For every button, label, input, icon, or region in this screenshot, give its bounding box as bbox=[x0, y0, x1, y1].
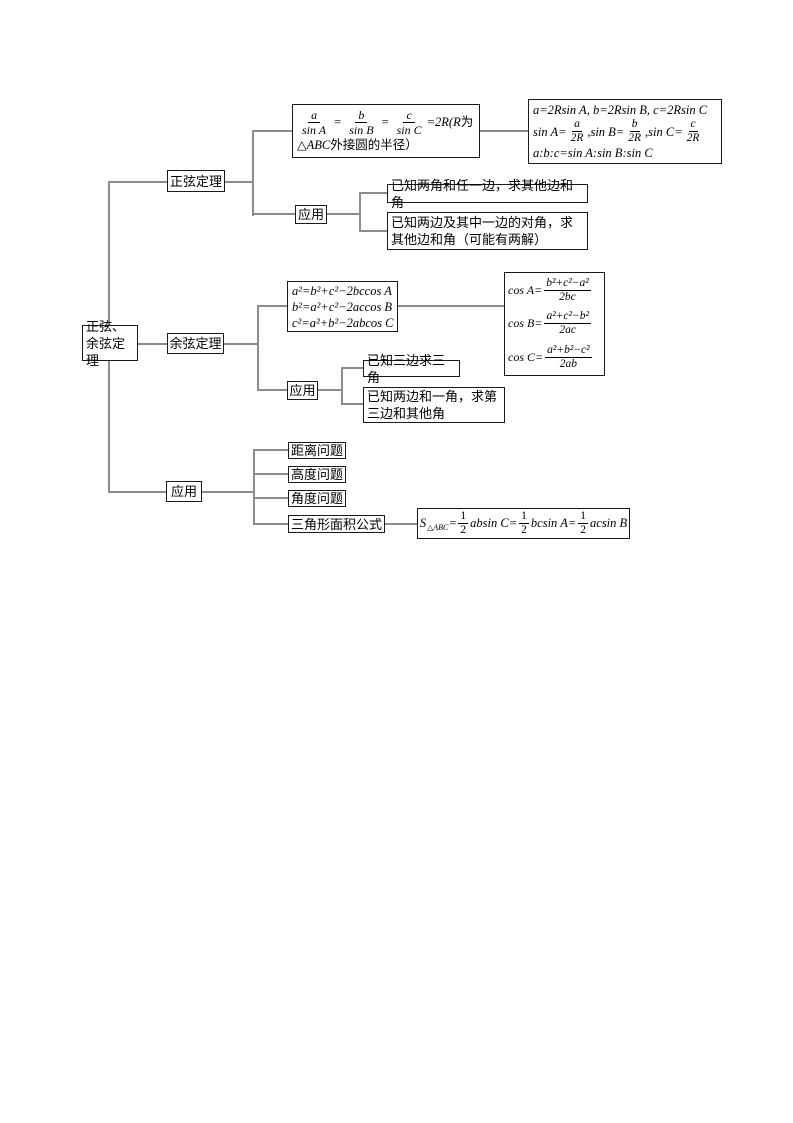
connector-line bbox=[257, 389, 287, 391]
connector-line bbox=[359, 230, 387, 232]
connector-line bbox=[253, 449, 288, 451]
connector-line bbox=[253, 497, 288, 499]
node-sine-application: 应用 bbox=[295, 205, 327, 224]
node-cosine-case-1: 已知三边求三角 bbox=[363, 353, 460, 385]
cosine-application-label: 应用 bbox=[289, 383, 316, 398]
connector-line bbox=[253, 473, 288, 475]
node-cosine-case-2: 已知两边和一角，求第三边和其他角 bbox=[363, 387, 505, 423]
angle-problem-label: 角度问题 bbox=[290, 491, 343, 506]
subscript: △ABC bbox=[427, 523, 449, 532]
connector-line bbox=[257, 305, 287, 307]
node-application: 应用 bbox=[166, 481, 202, 502]
connector-line bbox=[108, 491, 166, 493]
connector-line bbox=[225, 181, 253, 183]
triangle-area-label: 三角形面积公式 bbox=[290, 516, 382, 532]
distance-problem-label: 距离问题 bbox=[290, 443, 343, 458]
connector-line bbox=[253, 523, 288, 525]
node-cosine-theorem: 余弦定理 bbox=[167, 333, 224, 354]
connector-line bbox=[341, 403, 363, 405]
node-height-problem: 高度问题 bbox=[288, 466, 346, 483]
node-cosine-application: 应用 bbox=[287, 381, 318, 400]
node-cosine-formulas: a²=b²+c²−2bccos A b²=a²+c²−2accos B c²=a… bbox=[287, 281, 398, 332]
connector-line bbox=[202, 491, 254, 493]
root-label: 正弦、余弦定理 bbox=[86, 318, 126, 368]
connector-line bbox=[252, 130, 292, 132]
cosine-formula-2: b²=a²+c²−2accos B bbox=[292, 299, 393, 314]
sine-identity-line1: a=2Rsin A, b=2Rsin B, c=2Rsin C bbox=[533, 103, 708, 117]
node-triangle-area-label: 三角形面积公式 bbox=[288, 515, 385, 533]
node-sine-case-2: 已知两边及其中一边的对角，求其他边和角（可能有两解） bbox=[387, 212, 588, 250]
connector-line bbox=[137, 343, 167, 345]
connector-line bbox=[327, 213, 361, 215]
connector-line bbox=[253, 449, 255, 525]
connector-line bbox=[224, 343, 258, 345]
connector-line bbox=[480, 130, 528, 132]
connector-line bbox=[257, 305, 259, 391]
connector-line bbox=[359, 192, 361, 232]
connector-line bbox=[108, 181, 167, 183]
cosine-case-1-text: 已知三边求三角 bbox=[367, 352, 446, 385]
node-distance-problem: 距离问题 bbox=[288, 442, 346, 459]
cosine-theorem-label: 余弦定理 bbox=[169, 336, 222, 351]
sine-theorem-label: 正弦定理 bbox=[169, 173, 222, 189]
sine-case-1-text: 已知两角和任一边，求其他边和角 bbox=[391, 177, 574, 210]
connector-line bbox=[341, 367, 343, 405]
height-problem-label: 高度问题 bbox=[290, 467, 343, 482]
connector-line bbox=[385, 523, 417, 525]
cosine-case-2-text: 已知两边和一角，求第三边和其他角 bbox=[367, 389, 498, 421]
connector-line bbox=[318, 389, 342, 391]
node-sine-theorem: 正弦定理 bbox=[167, 170, 225, 192]
cosine-formula-1: a²=b²+c²−2bccos A bbox=[292, 283, 392, 298]
connector-line bbox=[359, 192, 387, 194]
application-label: 应用 bbox=[170, 484, 197, 499]
node-root: 正弦、余弦定理 bbox=[82, 319, 138, 368]
connector-line bbox=[398, 305, 504, 307]
cosine-formula-3: c²=a²+b²−2abcos C bbox=[292, 315, 394, 330]
connector-line bbox=[108, 181, 110, 327]
node-sine-case-1: 已知两角和任一边，求其他边和角 bbox=[387, 178, 588, 210]
connector-line bbox=[252, 213, 295, 215]
sine-application-label: 应用 bbox=[297, 207, 324, 222]
connector-line bbox=[108, 359, 110, 493]
node-angle-problem: 角度问题 bbox=[288, 490, 346, 507]
sine-identity-line3: a:b:c=sin A:sin B:sin C bbox=[533, 146, 653, 160]
connector-line bbox=[341, 367, 363, 369]
connector-line bbox=[252, 130, 254, 216]
sine-case-2-text: 已知两边及其中一边的对角，求其他边和角（可能有两解） bbox=[391, 215, 574, 247]
